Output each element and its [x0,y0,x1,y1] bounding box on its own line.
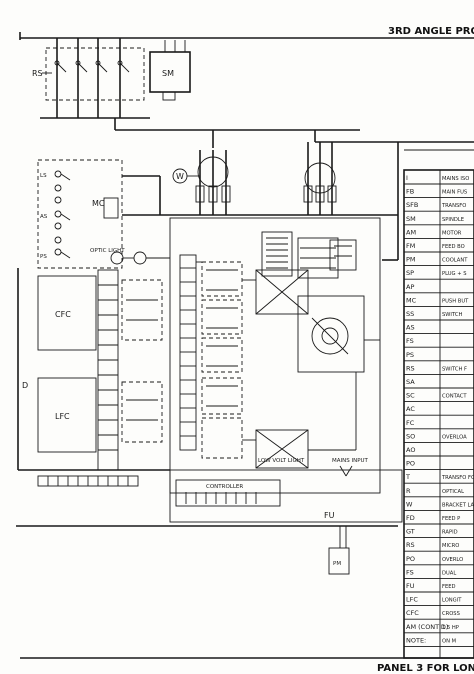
coil-set-right [303,142,337,215]
panel-title: PANEL 3 FOR LONG [377,663,474,674]
legend-code: PO [406,460,415,468]
legend-description: PLUG + S [442,271,467,277]
legend-code: SO [406,432,415,440]
sheet-title: 3RD ANGLE PROJEC [388,26,474,37]
svg-text:LS: LS [40,173,47,179]
legend-code: W [406,500,413,508]
relay-icon [311,317,349,355]
legend-description: OVERLOA [442,434,467,440]
legend-description: LONGIT [442,598,462,604]
feed-controller-panel: D CFC LFC [17,268,170,471]
legend-code: AM (CONT'D) [406,623,448,631]
legend-code: SP [406,269,414,277]
legend-code: FS [406,337,414,345]
lfc-label: LFC [55,412,70,421]
legend-description: SWITCH F [442,366,467,372]
legend-code: PM [406,256,416,264]
legend-code: FU [406,582,415,590]
legend-code: SFB [406,201,418,209]
low-volt-light-label: LOW VOLT LIGHT [258,458,305,464]
legend-code: I [406,174,408,182]
legend-code: SS [406,310,414,318]
svg-text:AS: AS [40,214,48,220]
legend-description: PUSH BUT [442,298,469,304]
legend-code: SC [406,392,415,400]
legend-code: AC [406,405,415,413]
fu-label: FU [324,511,335,520]
legend-description: FEED [442,584,456,590]
legend-code: FM [406,242,415,250]
legend-code: T [405,473,410,481]
legend-code: PS [406,351,414,359]
coolant-pump-group: PM [328,526,350,575]
legend-description: BRACKET LAM [442,502,474,508]
svg-text:PS: PS [40,254,47,260]
legend-description: MOTOR [442,230,462,236]
rs-label: RS [32,69,43,78]
legend-description: MAINS ISO [442,176,469,182]
legend-code: CFC [406,609,419,617]
transformer-icon [261,231,293,277]
sm-label: SM [162,69,174,78]
legend-code: AS [406,324,415,332]
legend-code: AM [406,228,416,236]
legend-description: TRANSFO FOR 12V, [441,475,474,481]
controller-label: CONTROLLER [206,484,243,490]
legend-code: PO [406,555,415,563]
control-box-group: LS AS PS MC [37,159,161,269]
controller-strip: CONTROLLER [175,479,281,507]
spindle-motor-group: SM [149,40,191,101]
legend-description: CROSS [442,611,460,617]
legend-code: R [406,487,411,495]
optic-light-label: OPTIC LIGHT [90,248,125,254]
legend-table [403,149,474,659]
legend-description: TRANSFO [441,203,466,209]
legend-code: AO [406,446,415,454]
svg-text:W: W [176,172,184,181]
legend-description: SPINDLE [442,217,464,223]
legend-code: NOTE: [406,636,426,644]
legend-description: FEED BO [442,244,465,250]
reversing-switch-group: RS [32,38,150,119]
legend-code: FD [406,514,415,522]
legend-description: MICRO [442,543,459,549]
legend-description: DUAL [442,570,456,576]
legend-description: COOLANT [442,258,468,264]
legend-code: FC [406,419,415,427]
legend-description: OPTICAL [442,489,464,495]
legend-code: LFC [406,596,418,604]
legend-code: GT [406,528,415,536]
cfc-label: CFC [55,310,71,319]
legend-code: SM [406,215,416,223]
legend-description: ON M [442,638,456,644]
legend-description: FEED P [442,516,460,522]
legend-rows: I MAINS ISO FB MAIN FUS SFB TRANSFO SM SPINDLE A… [404,174,474,647]
lamp-w-group: W [172,168,200,184]
legend-description: CONTACT [442,394,467,400]
legend-code: RS [406,541,415,549]
d-label: D [22,381,28,390]
pm-label: PM [333,561,341,567]
legend-code: SA [406,378,415,386]
mc-label: MC [92,199,105,208]
pump-icon [328,547,350,575]
legend-description: MAIN FUS [442,190,467,196]
legend-description: RAPID [442,530,458,536]
legend-code: RS [406,364,415,372]
legend-description: OVERLO [442,557,463,563]
legend-description: 1.5 HP [442,625,459,631]
feed-unit-group: FU [16,469,403,527]
terminal-strip [37,475,139,487]
mains-input-label: MAINS INPUT [332,458,369,464]
legend-code: FB [406,188,414,196]
legend-code: FS [406,568,414,576]
optic-light-group: OPTIC LIGHT [90,248,170,265]
legend-code: MC [406,296,417,304]
coil-set-left [195,150,231,215]
legend-code: AP [406,283,414,291]
legend-description: SWITCH [442,312,462,318]
central-panel: LOW VOLT LIGHT [169,217,381,494]
